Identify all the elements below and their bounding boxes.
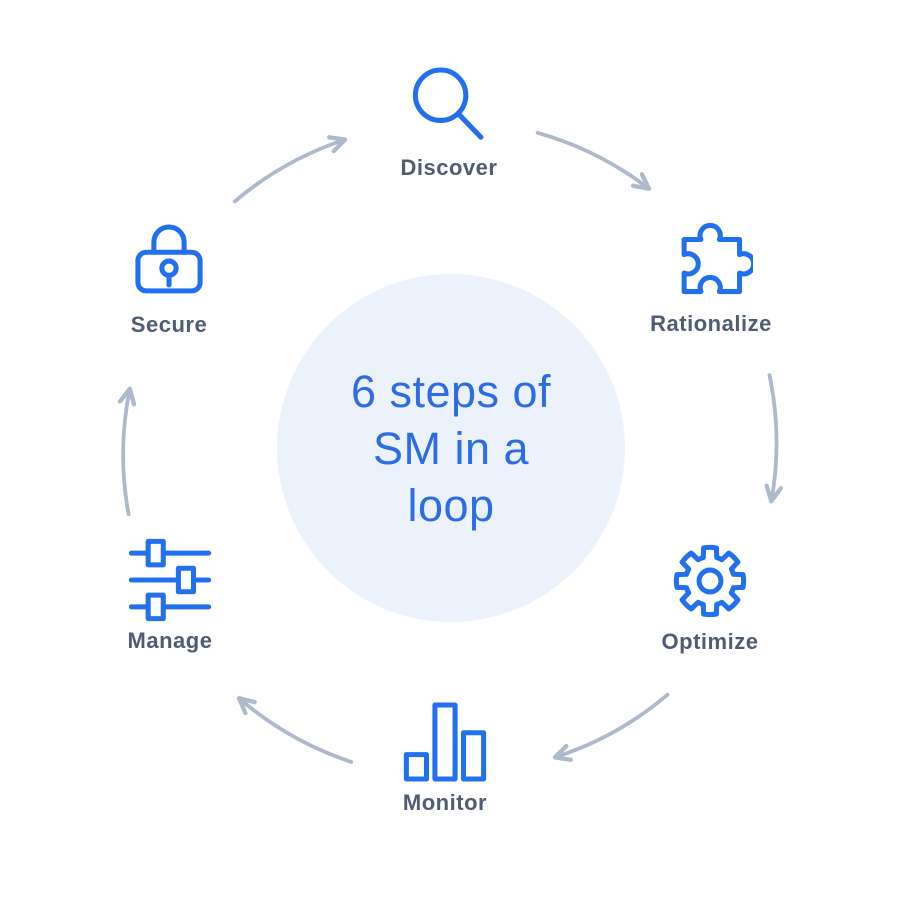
arrow-optimize-to-monitor	[552, 692, 670, 762]
step-manage: Manage	[85, 538, 255, 654]
step-monitor: Monitor	[360, 700, 530, 816]
step-discover: Discover	[364, 65, 534, 181]
title-line-3: loop	[407, 479, 495, 531]
arrow-discover-to-rationalize	[535, 130, 652, 191]
gear-icon	[673, 544, 747, 618]
lock-icon	[135, 224, 203, 294]
title-line-1: 6 steps of	[350, 365, 552, 417]
step-optimize: Optimize	[625, 539, 795, 655]
magnifier-icon	[412, 67, 484, 140]
step-rationalize: Rationalize	[626, 221, 796, 337]
step-label-rationalize: Rationalize	[650, 311, 772, 336]
step-label-manage: Manage	[127, 628, 213, 653]
sliders-icon	[128, 538, 212, 622]
center-circle: 6 steps of SM in a loop	[277, 274, 625, 622]
bar-chart-icon	[403, 702, 487, 782]
diagram-title: 6 steps of SM in a loop	[351, 363, 551, 534]
arrow-rationalize-to-optimize	[764, 373, 784, 504]
arrow-secure-to-discover	[232, 135, 348, 204]
step-label-discover: Discover	[400, 155, 498, 180]
step-label-secure: Secure	[130, 312, 208, 337]
arrow-monitor-to-manage	[236, 696, 354, 764]
puzzle-icon	[681, 222, 753, 295]
step-label-monitor: Monitor	[402, 790, 488, 815]
arrow-manage-to-secure	[117, 386, 137, 517]
step-secure: Secure	[84, 222, 254, 338]
step-label-optimize: Optimize	[661, 629, 759, 654]
title-line-2: SM in a	[372, 422, 530, 474]
